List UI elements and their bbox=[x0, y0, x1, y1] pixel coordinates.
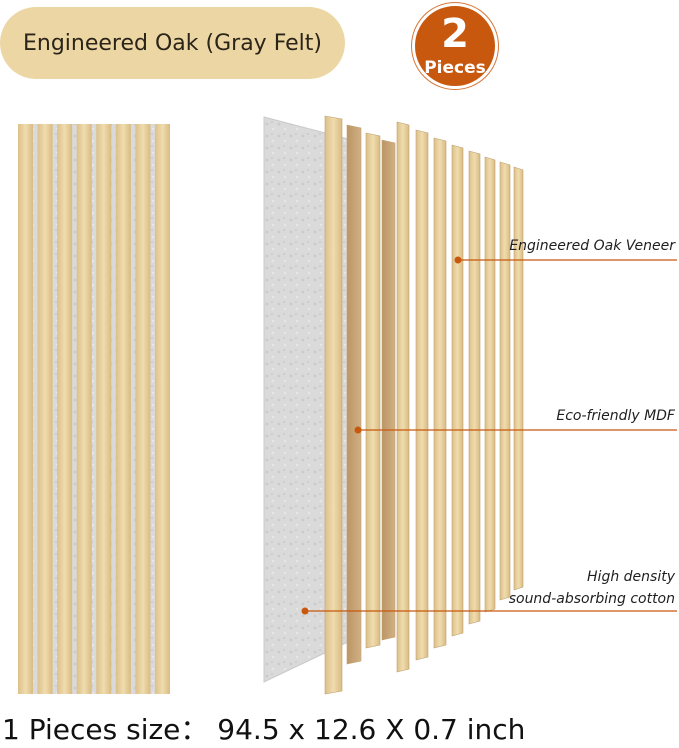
exploded-slat bbox=[324, 115, 343, 695]
badge-unit: Pieces bbox=[424, 58, 486, 78]
front-oak-slat bbox=[18, 124, 34, 694]
cotton-label-line1: High density bbox=[587, 569, 675, 585]
veneer-label: Engineered Oak Veneer bbox=[509, 238, 675, 254]
front-oak-slat bbox=[135, 124, 151, 694]
mdf-label: Eco-friendly MDF bbox=[556, 408, 675, 424]
exploded-slat bbox=[468, 150, 481, 625]
cotton-callout-dot bbox=[301, 607, 309, 615]
front-oak-slat bbox=[115, 124, 131, 694]
exploded-slat bbox=[513, 166, 524, 591]
exploded-slats bbox=[324, 115, 524, 695]
front-oak-slat bbox=[76, 124, 92, 694]
exploded-view bbox=[263, 115, 524, 695]
exploded-slat bbox=[396, 121, 410, 673]
exploded-slat bbox=[433, 137, 447, 649]
piece-count-badge: 2 Pieces bbox=[412, 3, 498, 89]
product-label-text: Engineered Oak (Gray Felt) bbox=[23, 30, 322, 56]
front-oak-slats bbox=[18, 124, 170, 694]
product-label-pill: Engineered Oak (Gray Felt) bbox=[0, 7, 345, 79]
callouts bbox=[301, 256, 677, 615]
front-view-panel bbox=[18, 124, 170, 694]
exploded-slat bbox=[346, 124, 362, 665]
badge-number: 2 bbox=[441, 11, 469, 57]
mdf-callout-dot bbox=[354, 426, 362, 434]
front-oak-slat bbox=[154, 124, 170, 694]
front-oak-slat bbox=[96, 124, 112, 694]
front-oak-slat bbox=[37, 124, 53, 694]
exploded-slat bbox=[484, 156, 496, 613]
exploded-slat bbox=[451, 144, 464, 637]
front-oak-slat bbox=[57, 124, 73, 694]
exploded-slat bbox=[415, 129, 429, 661]
size-caption: 1 Pieces size： 94.5 x 12.6 X 0.7 inch bbox=[2, 713, 526, 746]
exploded-slat bbox=[499, 161, 511, 601]
exploded-slat bbox=[381, 139, 396, 641]
exploded-slat bbox=[365, 132, 381, 649]
cotton-label-line2: sound-absorbing cotton bbox=[508, 591, 675, 607]
veneer-callout-dot bbox=[454, 256, 462, 264]
